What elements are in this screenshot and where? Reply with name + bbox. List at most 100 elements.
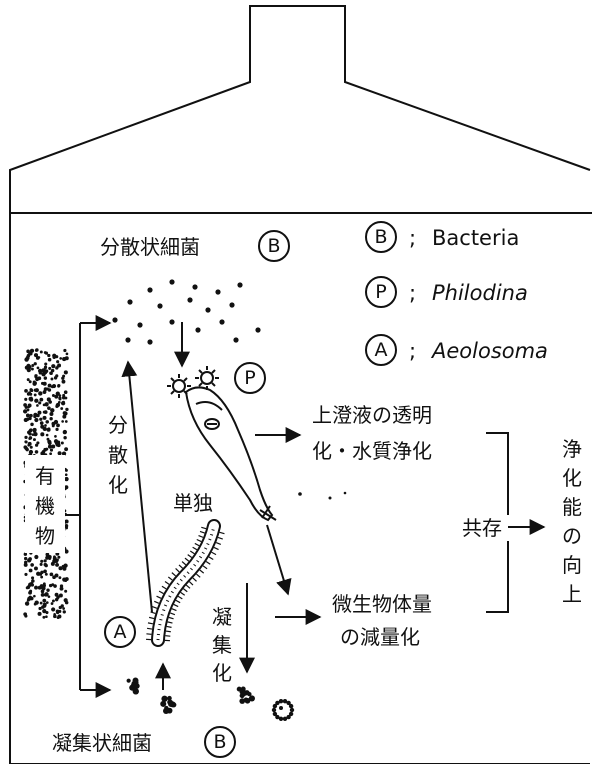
worm-bristle <box>189 582 193 585</box>
worm-bristle <box>216 543 221 545</box>
particle <box>34 586 38 590</box>
particle <box>48 384 52 388</box>
particle <box>40 421 44 425</box>
particle <box>56 392 60 396</box>
worm-bristle <box>176 568 180 571</box>
particle <box>157 303 162 308</box>
worm-bristle <box>188 555 192 558</box>
worm-bristle <box>203 566 207 569</box>
particle <box>44 387 48 391</box>
particle <box>60 587 64 591</box>
particle <box>147 287 152 292</box>
flocculated-bacteria-label: 凝集状細菌 <box>52 731 152 755</box>
worm-bristle <box>165 582 169 585</box>
worm-bristle <box>200 531 205 533</box>
particle <box>28 430 31 433</box>
worm-bristle <box>154 601 159 603</box>
particle <box>54 435 57 438</box>
particle <box>192 284 197 289</box>
worm-bristle <box>212 552 216 554</box>
particle <box>46 601 49 604</box>
worm-bristle <box>214 547 219 549</box>
particle <box>44 367 47 370</box>
flocculation-char-3: 化 <box>212 661 232 685</box>
worm-bristle <box>162 586 166 589</box>
purification-char-3: 能 <box>562 495 582 519</box>
worm-bristle <box>147 628 152 629</box>
particle <box>62 607 65 610</box>
particle <box>187 297 192 302</box>
particle <box>25 406 28 409</box>
particle <box>40 350 43 353</box>
particle <box>233 337 238 342</box>
particle <box>290 708 294 712</box>
particle <box>24 418 28 422</box>
particle <box>42 589 45 592</box>
particle <box>37 366 40 369</box>
arrow-philodina-to-biomass <box>267 525 288 594</box>
particle <box>29 398 33 402</box>
particle <box>56 558 59 561</box>
worm-bristle <box>181 592 185 595</box>
legend-name-philodina: Philodina <box>432 281 528 305</box>
particle <box>42 616 45 619</box>
particle <box>33 595 36 598</box>
particle <box>50 408 54 412</box>
dispersion-char-3: 化 <box>108 473 128 497</box>
worm-bristle <box>197 540 202 542</box>
worm-bristle <box>168 622 173 623</box>
worm-bristle <box>152 607 157 609</box>
particle <box>59 594 63 598</box>
worm-bristle <box>168 577 172 580</box>
particle <box>30 446 33 449</box>
particle <box>66 353 69 356</box>
particle <box>63 430 67 434</box>
worm-bristle <box>193 578 197 581</box>
particle <box>60 566 63 569</box>
particle <box>55 563 59 567</box>
particle <box>28 403 32 407</box>
particle <box>40 576 43 579</box>
particle <box>49 417 52 420</box>
particle <box>34 374 37 377</box>
purification-char-5: 向 <box>562 553 582 577</box>
particle <box>64 370 68 374</box>
particle <box>34 418 38 422</box>
particle <box>24 389 28 393</box>
particle <box>27 368 31 372</box>
particle <box>46 588 49 591</box>
particle <box>44 592 48 596</box>
particle <box>51 364 55 368</box>
flocculation-char-2: 集 <box>212 633 232 657</box>
particle <box>35 349 38 352</box>
dispersion-char-2: 散 <box>108 443 128 467</box>
particle <box>44 351 47 354</box>
particle <box>29 393 32 396</box>
particle <box>57 556 60 559</box>
particle <box>38 586 42 590</box>
particle <box>62 415 66 419</box>
coexistence-label: 共存 <box>462 516 502 540</box>
particle <box>27 378 30 381</box>
purification-char-1: 浄 <box>562 437 582 461</box>
organic-matter-char-2: 機 <box>35 494 55 518</box>
bottle-outline <box>10 6 590 764</box>
particle <box>45 573 48 576</box>
worm-bristle <box>172 609 177 611</box>
particle <box>59 606 62 609</box>
legend: B ; Bacteria P ; Philodina A ; Aeolosoma <box>366 222 548 365</box>
particle <box>52 575 56 579</box>
particle <box>28 353 31 356</box>
particle <box>229 302 234 307</box>
particle <box>28 432 31 435</box>
particle <box>39 418 42 421</box>
particle <box>29 590 32 593</box>
worm-bristle <box>190 551 194 554</box>
particle <box>45 420 48 423</box>
particle <box>38 401 41 404</box>
particle <box>55 428 58 431</box>
particle <box>33 415 36 418</box>
particle <box>24 447 28 451</box>
particle <box>51 562 55 566</box>
particle <box>245 698 251 704</box>
